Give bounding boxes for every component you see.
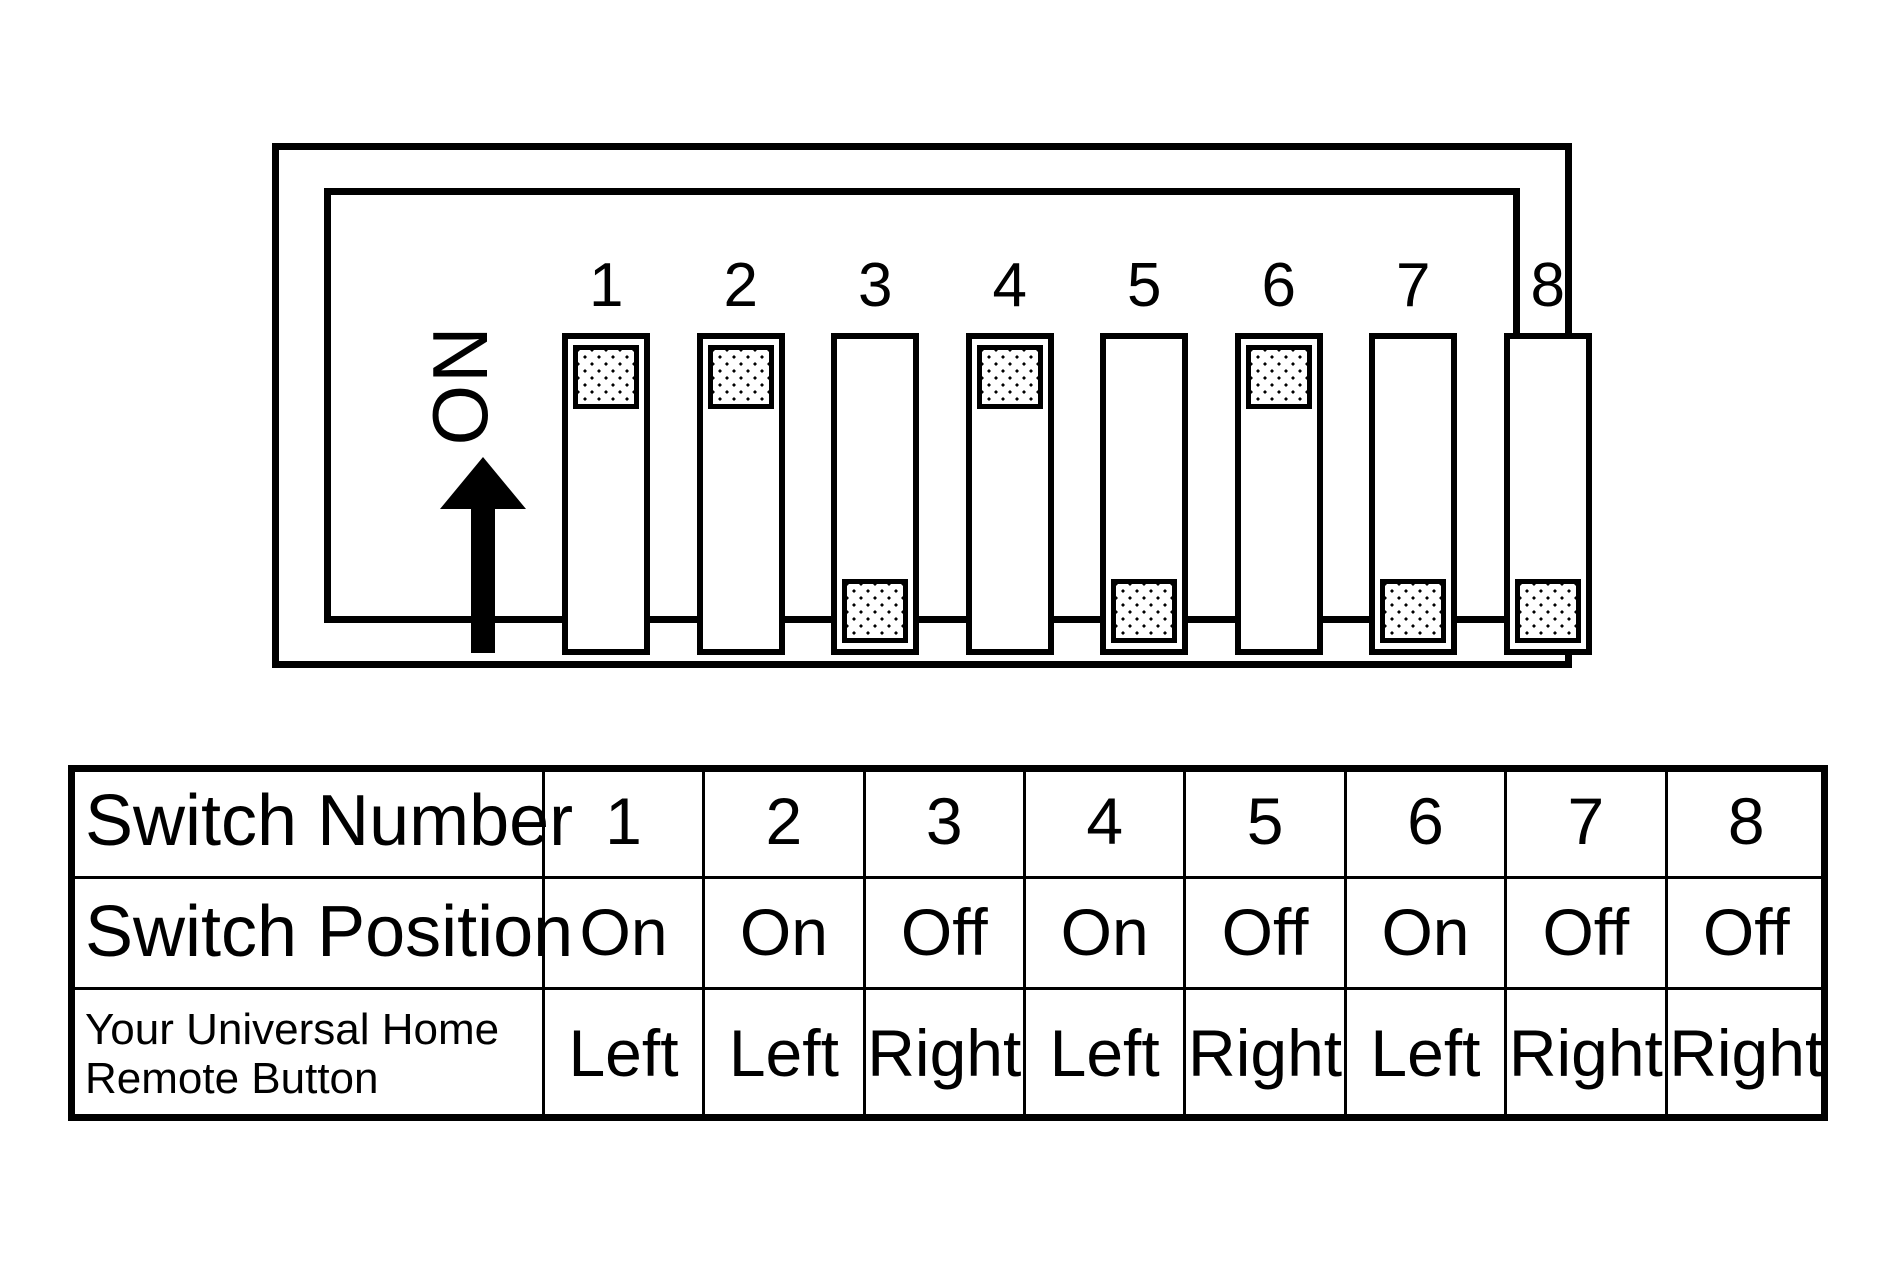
switch-channel-1[interactable]: 1	[554, 255, 658, 655]
on-direction-marker: ON	[416, 323, 531, 653]
cell-r1-c6: 6	[1343, 765, 1508, 879]
up-arrow-icon	[440, 457, 526, 653]
cell-r2-c6: On	[1343, 876, 1508, 990]
row-header-line1: Your Universal Home	[85, 1004, 500, 1054]
cell-r2-c3: Off	[862, 876, 1026, 990]
row-header-2: Switch Position	[68, 876, 573, 990]
row-header-1: Switch Number	[68, 765, 573, 879]
switch-number-label-4: 4	[992, 251, 1027, 320]
switch-track-4	[965, 333, 1054, 655]
switch-number-label-6: 6	[1261, 251, 1296, 320]
switch-channel-5[interactable]: 5	[1092, 255, 1196, 655]
switch-track-6	[1234, 333, 1323, 655]
switch-channel-6[interactable]: 6	[1227, 255, 1331, 655]
cell-r2-c1: On	[541, 876, 706, 990]
row-header-line2: Remote Button	[85, 1054, 379, 1103]
cell-r1-c4: 4	[1022, 765, 1187, 879]
switch-track-8	[1503, 333, 1592, 655]
on-label: ON	[416, 324, 504, 446]
cell-r1-c3: 3	[862, 765, 1026, 879]
cell-r3-c6: Left	[1343, 987, 1508, 1121]
switch-track-1	[562, 333, 651, 655]
cell-r3-c5: Right	[1183, 987, 1347, 1121]
switch-number-label-2: 2	[723, 251, 758, 320]
cell-r2-c7: Off	[1504, 876, 1668, 990]
switch-number-label-3: 3	[858, 251, 893, 320]
cell-r1-c5: 5	[1183, 765, 1347, 879]
cell-r2-c4: On	[1022, 876, 1187, 990]
switch-channel-3[interactable]: 3	[823, 255, 927, 655]
switch-slider-4[interactable]	[976, 345, 1043, 409]
switch-slider-2[interactable]	[707, 345, 774, 409]
switch-slider-5[interactable]	[1111, 579, 1178, 643]
switch-slider-8[interactable]	[1514, 579, 1581, 643]
switch-track-3	[831, 333, 920, 655]
switch-slider-1[interactable]	[573, 345, 640, 409]
switch-number-label-7: 7	[1396, 251, 1431, 320]
switch-slider-6[interactable]	[1245, 345, 1312, 409]
cell-r1-c7: 7	[1504, 765, 1668, 879]
cell-r2-c8: Off	[1664, 876, 1829, 990]
cell-r3-c3: Right	[862, 987, 1026, 1121]
cell-r1-c2: 2	[702, 765, 866, 879]
cell-r3-c1: Left	[541, 987, 706, 1121]
switch-channel-4[interactable]: 4	[958, 255, 1062, 655]
switch-track-2	[696, 333, 785, 655]
cell-r1-c8: 8	[1664, 765, 1829, 879]
switch-number-label-1: 1	[589, 251, 624, 320]
cell-r3-c4: Left	[1022, 987, 1187, 1121]
cell-r3-c2: Left	[702, 987, 866, 1121]
switch-track-5	[1100, 333, 1189, 655]
cell-r3-c7: Right	[1504, 987, 1668, 1121]
cell-r2-c5: Off	[1183, 876, 1347, 990]
switch-channel-8[interactable]: 8	[1496, 255, 1600, 655]
switch-number-label-8: 8	[1530, 251, 1565, 320]
cell-r2-c2: On	[702, 876, 866, 990]
switch-channel-7[interactable]: 7	[1361, 255, 1465, 655]
switch-channel-2[interactable]: 2	[689, 255, 793, 655]
switch-slider-3[interactable]	[842, 579, 909, 643]
switch-slider-7[interactable]	[1380, 579, 1447, 643]
cell-r3-c8: Right	[1664, 987, 1829, 1121]
switch-number-label-5: 5	[1127, 251, 1162, 320]
switch-track-7	[1369, 333, 1458, 655]
